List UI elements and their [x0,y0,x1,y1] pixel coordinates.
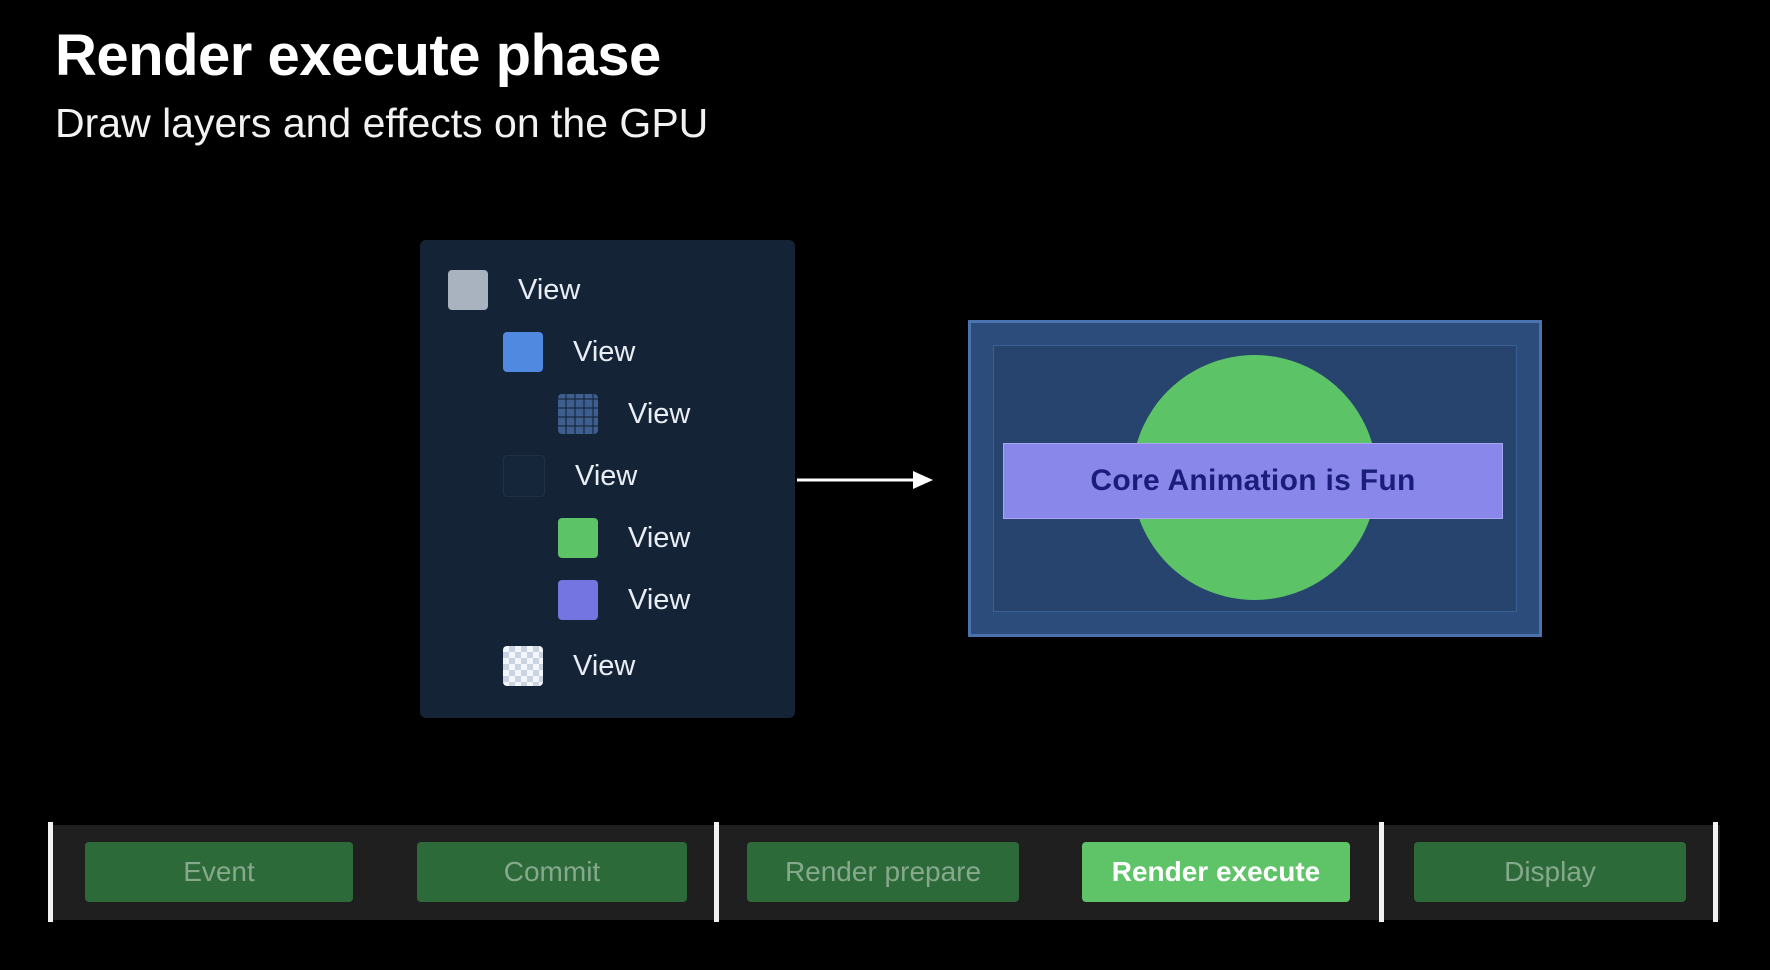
banner-text: Core Animation is Fun [1090,464,1416,497]
hierarchy-row-label: View [573,649,636,682]
hierarchy-row-label: View [575,459,638,492]
stage-render-prepare: Render prepare [747,842,1019,902]
pipeline-divider [48,822,53,922]
text-banner-layer: Core Animation is Fun [1003,443,1503,519]
hierarchy-row: View [503,644,635,688]
hierarchy-row-label: View [573,335,636,368]
slide-subtitle: Draw layers and effects on the GPU [55,100,709,146]
right-arrow-icon [797,471,933,489]
hierarchy-row: View [558,516,690,560]
hierarchy-row: View [558,578,690,622]
pipeline-divider [714,822,719,922]
hierarchy-row-label: View [628,521,691,554]
green-view-swatch-icon [558,518,598,558]
view-hierarchy-panel: View View View View View View View [420,240,795,718]
dark-view-swatch-icon [503,455,545,497]
grid-view-swatch-icon [558,394,598,434]
pipeline-divider [1713,822,1718,922]
stage-commit: Commit [417,842,687,902]
stage-display: Display [1414,842,1686,902]
hierarchy-row: View [558,392,690,436]
hierarchy-row-label: View [628,583,691,616]
hierarchy-row-label: View [518,273,581,306]
pipeline-divider [1379,822,1384,922]
slide-title: Render execute phase [55,23,661,88]
stage-render-execute: Render execute [1082,842,1350,902]
hierarchy-row-label: View [628,397,691,430]
blue-view-swatch-icon [503,332,543,372]
hierarchy-row: View [448,268,580,312]
gray-view-swatch-icon [448,270,488,310]
hierarchy-row: View [503,454,637,498]
hierarchy-row: View [503,330,635,374]
checker-view-swatch-icon [503,646,543,686]
stage-event: Event [85,842,353,902]
purple-view-swatch-icon [558,580,598,620]
